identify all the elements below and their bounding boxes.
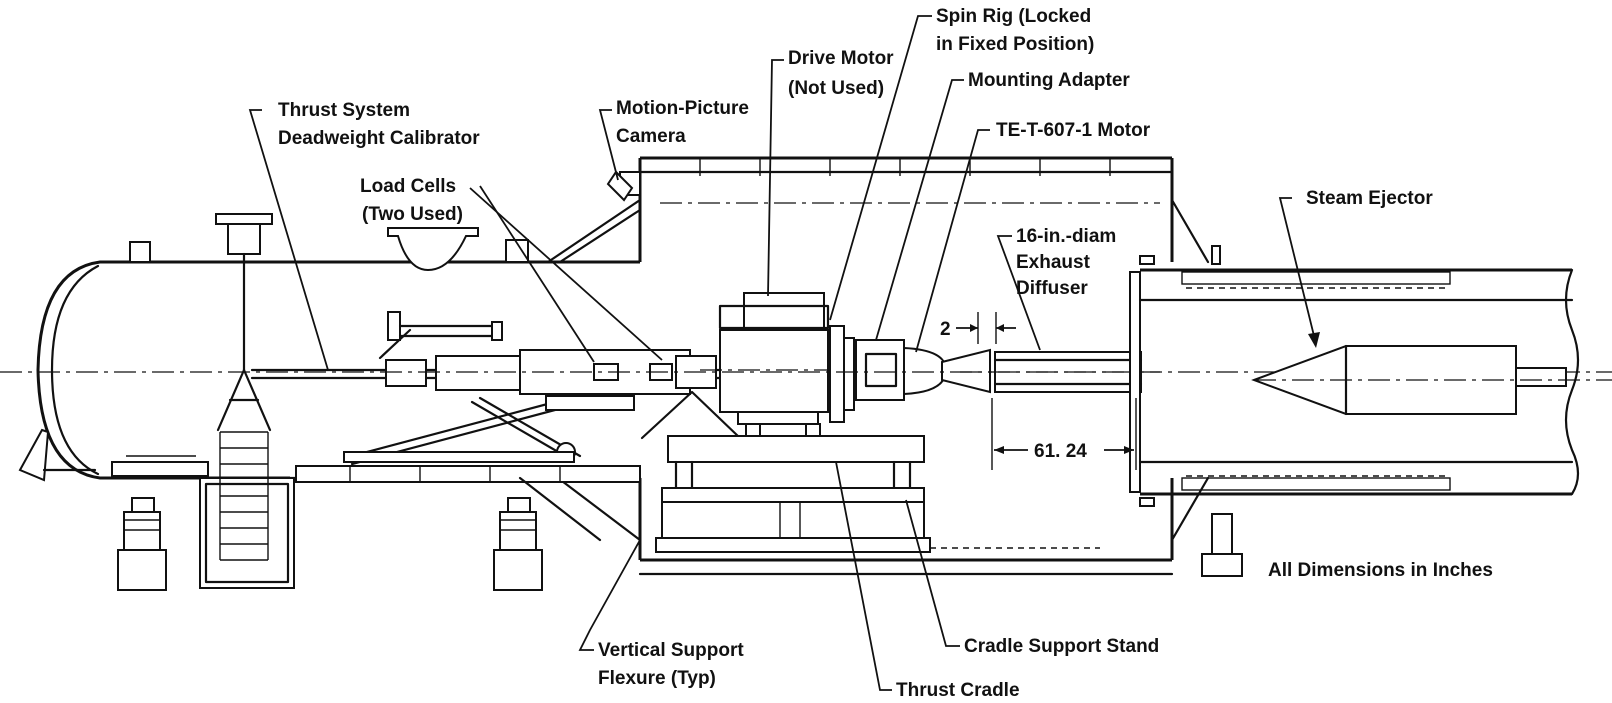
- label-motor: TE-T-607-1 Motor: [996, 120, 1151, 141]
- labels: Spin Rig (Locked in Fixed Position) Driv…: [278, 6, 1493, 701]
- spin-rig: [640, 292, 855, 440]
- label-spin-rig-1: Spin Rig (Locked: [936, 6, 1091, 27]
- label-thrust-cradle: Thrust Cradle: [896, 680, 1020, 701]
- label-thrust-system-1: Thrust System: [278, 100, 410, 121]
- label-diffuser-2: Exhaust: [1016, 252, 1091, 273]
- label-vertical-support-2: Flexure (Typ): [598, 668, 716, 689]
- label-camera-2: Camera: [616, 126, 686, 147]
- rocket-motor: [855, 339, 991, 401]
- label-drive-motor-1: Drive Motor: [788, 48, 894, 69]
- label-thrust-system-2: Deadweight Calibrator: [278, 128, 480, 149]
- dim-61-label: 61. 24: [1034, 441, 1087, 462]
- label-load-cells-1: Load Cells: [360, 176, 456, 197]
- dimension-2: 2: [940, 312, 1016, 344]
- label-mounting-adapter: Mounting Adapter: [968, 70, 1130, 91]
- label-drive-motor-2: (Not Used): [788, 78, 884, 99]
- cradle-support-stand: [655, 435, 1100, 553]
- leader-lines: [248, 15, 1320, 691]
- label-cradle-support: Cradle Support Stand: [964, 636, 1159, 657]
- dim-2-label: 2: [940, 319, 951, 340]
- label-steam-ejector: Steam Ejector: [1306, 188, 1433, 209]
- label-spin-rig-2: in Fixed Position): [936, 34, 1094, 55]
- label-diffuser-1: 16-in.-diam: [1016, 226, 1116, 247]
- dimension-61: 61. 24: [991, 398, 1137, 470]
- upper-enclosure: [546, 156, 1243, 577]
- steam-ejector-section: [1129, 245, 1612, 507]
- label-diffuser-3: Diffuser: [1016, 278, 1088, 299]
- label-vertical-support-1: Vertical Support: [598, 640, 744, 661]
- label-load-cells-2: (Two Used): [362, 204, 463, 225]
- label-all-dimensions: All Dimensions in Inches: [1268, 560, 1493, 581]
- support-leg-left: [117, 497, 167, 591]
- support-leg-middle: [493, 497, 543, 591]
- test-chamber: [18, 213, 642, 591]
- deadweight-calibrator: [199, 213, 295, 589]
- motion-picture-camera: [606, 170, 641, 202]
- label-camera-1: Motion-Picture: [616, 98, 749, 119]
